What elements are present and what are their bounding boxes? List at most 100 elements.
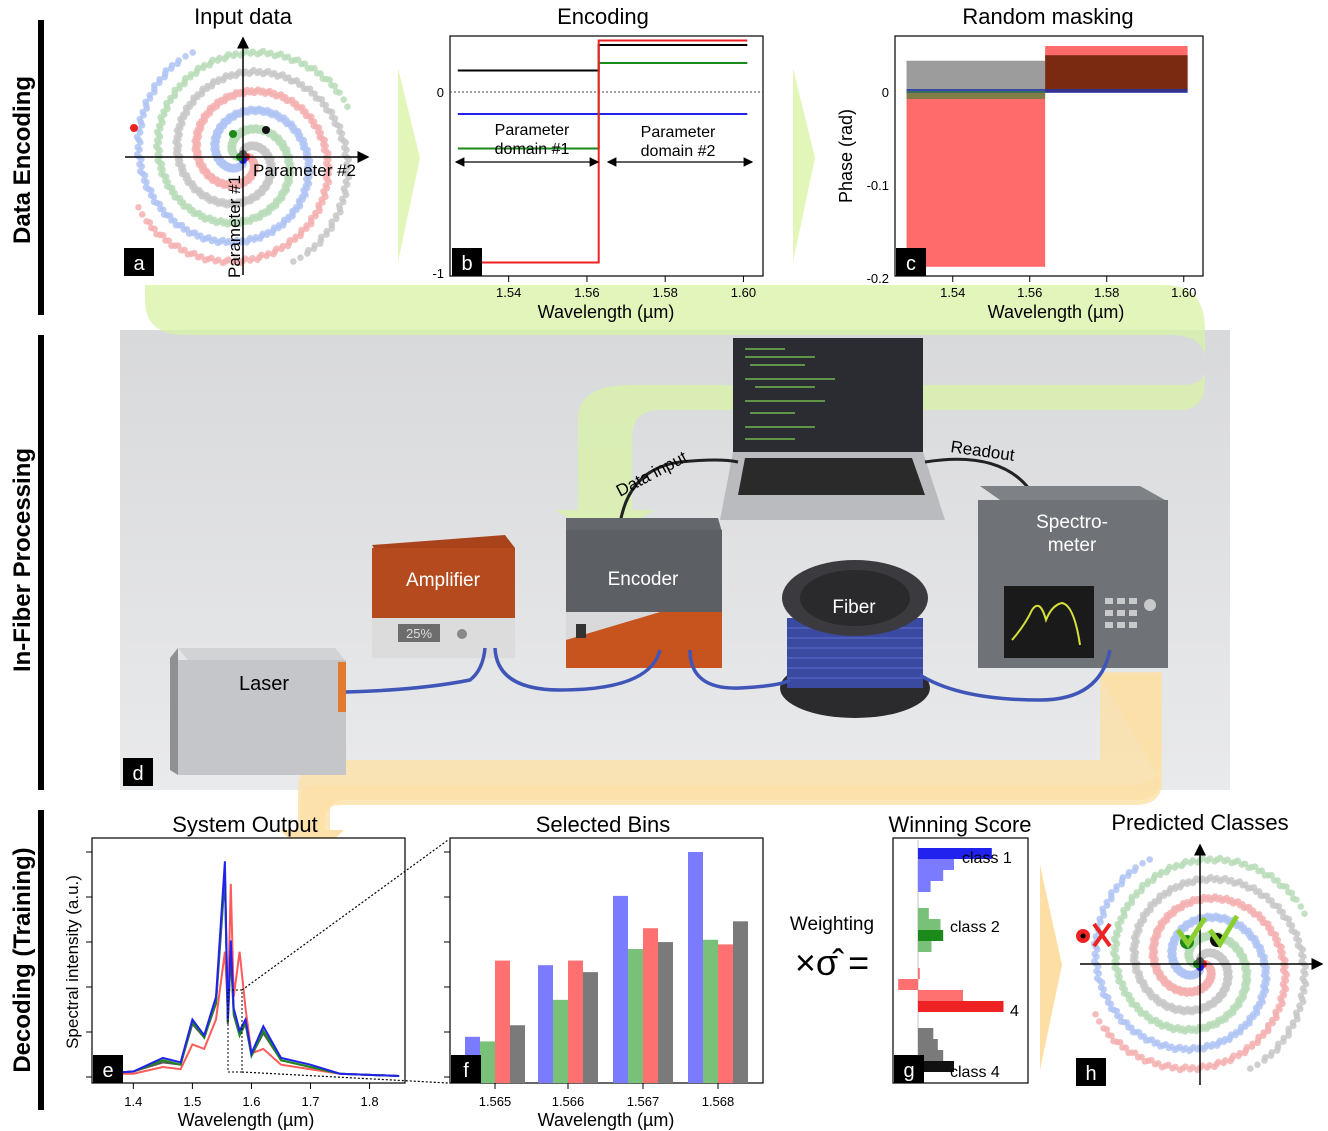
spiral-dot bbox=[147, 192, 155, 199]
fiber-spool: Fiber bbox=[780, 560, 930, 718]
panel-c-xtick-label: 1.58 bbox=[1094, 285, 1119, 300]
spiral-dot bbox=[246, 257, 254, 264]
panel-f-xtick-label: 1.568 bbox=[702, 1094, 735, 1109]
spiral-dot bbox=[285, 74, 292, 81]
spiral-dot bbox=[212, 257, 219, 265]
spiral-dot bbox=[153, 128, 161, 136]
spiral-dot bbox=[1124, 901, 1131, 909]
spiral-dot bbox=[322, 101, 330, 109]
bin-bar-red bbox=[568, 960, 583, 1083]
score-bar-blue bbox=[918, 859, 954, 870]
spiral-dot bbox=[1232, 1031, 1239, 1039]
spiral-dot bbox=[1263, 892, 1271, 900]
panel-e-xtick-label: 1.7 bbox=[301, 1094, 319, 1109]
spiral-dot bbox=[256, 67, 264, 75]
spiral-dot bbox=[325, 170, 333, 178]
spiral-dot bbox=[168, 217, 175, 224]
spiral-dot bbox=[1236, 878, 1244, 885]
spiral-dot bbox=[219, 259, 227, 267]
spiral-dot bbox=[1295, 937, 1303, 944]
laptop bbox=[720, 338, 945, 520]
spiral-dot bbox=[1111, 958, 1118, 965]
spiral-dot bbox=[243, 239, 250, 246]
spiral-dot bbox=[1182, 857, 1189, 865]
spiral-dot bbox=[321, 136, 328, 144]
spiral-dot bbox=[1242, 881, 1249, 888]
spiral-dot bbox=[1268, 897, 1275, 904]
spiral-dot bbox=[345, 156, 353, 163]
spiral-dot bbox=[1267, 1052, 1275, 1060]
spiral-dot bbox=[1144, 877, 1152, 885]
spiral-dot bbox=[163, 183, 171, 190]
panel-e-lines bbox=[97, 861, 400, 1077]
spiral-dot bbox=[1100, 1025, 1107, 1032]
score-bar-green bbox=[918, 919, 941, 930]
spiral-dot bbox=[1139, 881, 1146, 889]
spiral-dot bbox=[1272, 931, 1280, 938]
spiral-dot bbox=[326, 76, 333, 84]
spiral-dot bbox=[1095, 1018, 1103, 1025]
spiral-dot bbox=[1110, 943, 1118, 951]
spiral-dot bbox=[167, 94, 174, 102]
mask-band-gray bbox=[906, 60, 1046, 92]
check-icon bbox=[1175, 916, 1208, 949]
panel-e-letter-box bbox=[93, 1055, 123, 1083]
spiral-dot bbox=[345, 173, 353, 181]
amplifier-label: Amplifier bbox=[406, 570, 481, 591]
cable-readout bbox=[924, 457, 1032, 491]
bin-bar-blue bbox=[688, 852, 703, 1083]
panel-h-letter-box bbox=[1076, 1058, 1106, 1086]
spiral-dot bbox=[138, 211, 146, 218]
mask-band-blue bbox=[906, 89, 1188, 93]
spiral-dot bbox=[1109, 950, 1117, 957]
spiral-dot bbox=[214, 239, 222, 247]
spiral-dot bbox=[1293, 896, 1300, 903]
spiral-dot bbox=[160, 211, 168, 218]
panel-b-xtick-label: 1.58 bbox=[653, 285, 678, 300]
spiral-dot bbox=[1165, 1044, 1173, 1052]
panel-c-letter: c bbox=[906, 253, 916, 275]
panel-c-ytick-2: -0.2 bbox=[867, 271, 889, 286]
spiral-dot bbox=[182, 52, 189, 60]
spiral-dot bbox=[307, 220, 315, 228]
spiral-dot bbox=[317, 129, 325, 137]
bin-bar-green bbox=[553, 999, 568, 1083]
spiral-dot bbox=[1199, 1025, 1206, 1033]
panel-a-title: Input data bbox=[194, 4, 293, 29]
spiral-dot bbox=[1137, 1033, 1145, 1040]
spiral-dot bbox=[1302, 970, 1309, 978]
spiral-dot bbox=[1158, 1063, 1166, 1071]
spiral-dot bbox=[1282, 963, 1289, 970]
laser-device: Laser bbox=[170, 648, 346, 775]
spiral-dot bbox=[1186, 1047, 1193, 1055]
spiral-dot bbox=[1099, 905, 1106, 913]
spiral-dot bbox=[263, 231, 271, 239]
spiral-dot bbox=[1110, 935, 1118, 943]
spiral-dot bbox=[168, 61, 176, 69]
spiral-dot bbox=[1279, 908, 1287, 916]
spiral-dot bbox=[340, 96, 348, 103]
spiral-dot bbox=[1099, 991, 1107, 998]
spiral-dot bbox=[1151, 1040, 1158, 1047]
score-bar-gray bbox=[918, 1039, 938, 1050]
panel-b-frame bbox=[449, 35, 764, 277]
spiral-dot bbox=[185, 230, 193, 237]
spiral-dot bbox=[1255, 888, 1263, 895]
bin-bar-green bbox=[703, 939, 718, 1083]
spiral-dot bbox=[171, 193, 178, 201]
spiral-dot bbox=[1282, 957, 1289, 964]
spiral-dot bbox=[1213, 1042, 1221, 1049]
spiral-dot bbox=[284, 53, 292, 61]
bin-bar-green bbox=[628, 949, 643, 1083]
spiral-dot bbox=[1179, 1046, 1187, 1054]
panel-e-letter: e bbox=[102, 1060, 113, 1082]
spiral-dot bbox=[344, 103, 351, 111]
spiral-dot bbox=[1248, 1043, 1256, 1051]
bin-bar-gray bbox=[658, 942, 673, 1083]
score-bar-red bbox=[898, 979, 918, 990]
spiral-dot bbox=[311, 90, 318, 97]
panel-e-ylabel: Spectral intensity (a.u.) bbox=[63, 875, 82, 1049]
